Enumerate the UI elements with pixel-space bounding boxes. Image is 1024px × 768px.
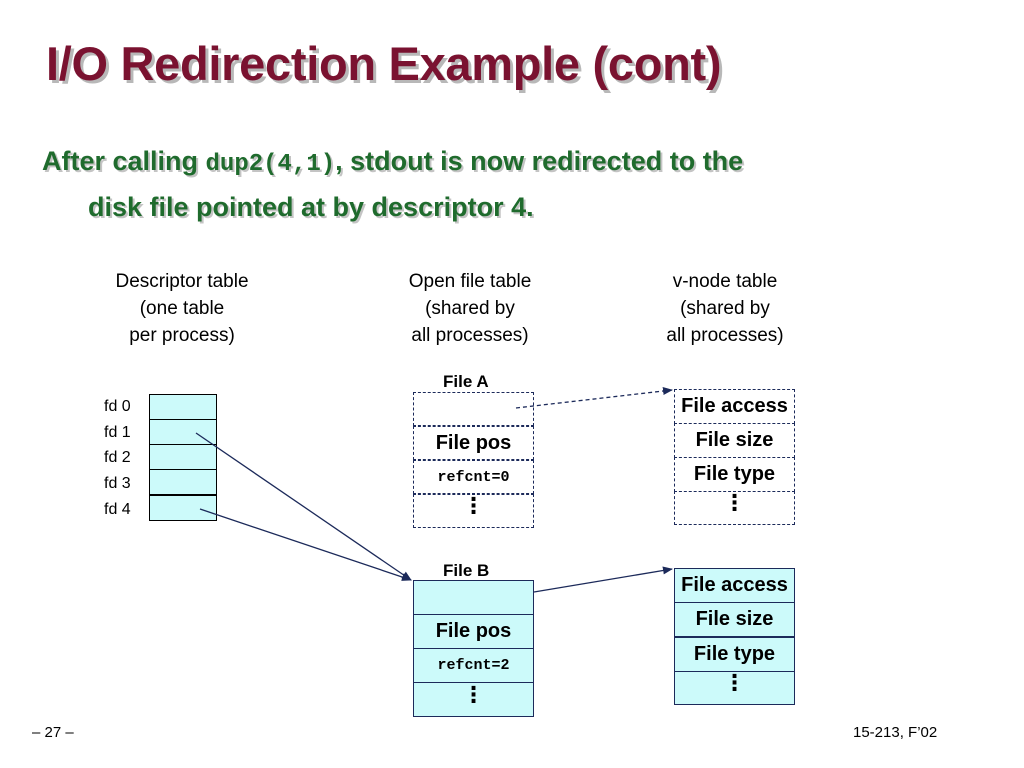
- vnode-table-heading: v-node table (shared by all processes): [666, 271, 784, 346]
- descriptor-table-heading: Descriptor table (one table per process): [115, 271, 249, 346]
- page-number: – 27 –: [32, 724, 74, 741]
- vnode-b-more-dots: ⋮: [723, 670, 746, 695]
- bullet-text-after: , stdout is now redirected to the: [335, 146, 744, 176]
- course-label: 15-213, F’02: [853, 724, 938, 741]
- vnode-a-more-dots: ⋮: [723, 490, 746, 515]
- fd-4-label: fd 4: [104, 501, 131, 518]
- file-a-refcnt: refcnt=0: [413, 460, 534, 494]
- fd-3-cell: [149, 469, 217, 495]
- file-b-pos: File pos: [413, 614, 534, 649]
- vnode-b-size: File size: [674, 602, 795, 637]
- file-a-vnode-arrow: [515, 387, 673, 409]
- vnode-a-access: File access: [674, 389, 795, 424]
- fd-3-label: fd 3: [104, 475, 131, 492]
- open-file-table-heading: Open file table (shared by all processes…: [408, 271, 532, 346]
- file-b-label: File B: [443, 561, 490, 580]
- fd-2-cell: [149, 444, 217, 470]
- fd-4-cell: [149, 495, 217, 521]
- fd-1-label: fd 1: [104, 424, 131, 441]
- fd-0-label: fd 0: [104, 398, 131, 415]
- file-b-refcnt: refcnt=2: [413, 648, 534, 683]
- file-b-more: ⋮: [413, 682, 534, 717]
- bullet-text-line2: disk file pointed at by descriptor 4.: [88, 192, 534, 222]
- file-a-more-dots: ⋮: [462, 493, 485, 518]
- bullet-text-before: After calling: [42, 146, 206, 176]
- file-b-vnode-arrow: [533, 566, 673, 593]
- vnode-a-type: File type: [674, 457, 795, 492]
- file-a-top-cell: [413, 392, 534, 426]
- bullet-code: dup2(4,1): [205, 151, 336, 178]
- slide-title: I/O Redirection Example (cont): [46, 37, 722, 90]
- fd-1-arrow: [195, 432, 412, 581]
- file-a-more: ⋮: [413, 494, 534, 528]
- file-a-label: File A: [443, 372, 489, 391]
- fd-2-label: fd 2: [104, 449, 131, 466]
- vnode-a-more: ⋮: [674, 491, 795, 525]
- vnode-b-more: ⋮: [674, 671, 795, 705]
- fd-4-arrow: [199, 508, 412, 581]
- file-a-pos: File pos: [413, 426, 534, 460]
- bullet-text: After calling dup2(4,1), stdout is now r…: [42, 140, 982, 228]
- file-b-more-dots: ⋮: [462, 681, 485, 707]
- fd-0-cell: [149, 394, 217, 420]
